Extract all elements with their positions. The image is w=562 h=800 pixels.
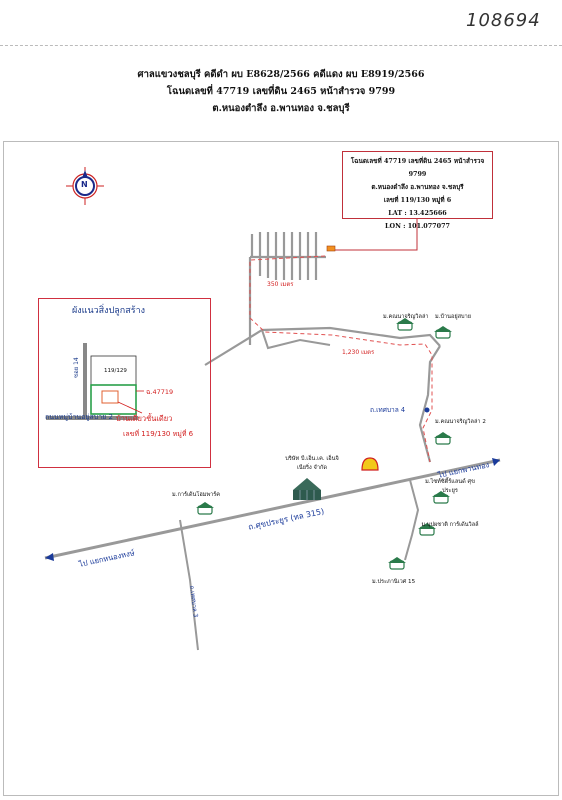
map-frame <box>3 141 559 796</box>
landmark-ban-yu-sabai: ม.บ้านอยู่สบาย <box>435 314 472 320</box>
factory-icon <box>293 478 321 500</box>
village-icon <box>388 557 406 570</box>
village-icon <box>396 318 414 331</box>
distance-1-label: 350 เมตร <box>267 281 294 288</box>
location-header: ต.หนองตำลึง อ.พานทอง จ.ชลบุรี <box>212 103 350 114</box>
site-plan-inset <box>38 298 211 468</box>
arrow-west-icon <box>45 553 54 561</box>
shell-station-icon <box>361 457 379 471</box>
route-line <box>249 255 433 463</box>
deed-info-box: โฉนดเลขที่ 47719 เลขที่ดิน 2465 หน้าสำรว… <box>342 151 493 230</box>
info-lat: LAT : 13.425666 <box>388 209 447 217</box>
landmark-sign-city: ม.ไซท์ซิตี้ร์แลนด์ ศุขประยูร <box>425 479 475 494</box>
road-tessaban-4: ถ.เทศบาล 4 <box>370 406 406 414</box>
inset-side-road: ซอย 14 <box>73 357 80 378</box>
inset-title: ผังแนวสิ่งปลูกสร้าง <box>72 306 146 316</box>
inset-house-label: บ้านเดี่ยวชั้นเดียว <box>116 414 173 423</box>
info-location-line: ต.หนองตำลึง อ.พานทอง จ.ชลบุรี <box>371 183 464 191</box>
inset-canvas <box>46 343 144 420</box>
tessaban-3-road <box>179 519 199 651</box>
village-icon <box>434 432 452 445</box>
deed-header: โฉนดเลขที่ 47719 เลขที่ดิน 2465 หน้าสำรว… <box>166 86 396 97</box>
compass-letter: N <box>81 180 88 189</box>
stamp-number: 108694 <box>466 10 541 31</box>
connector-road <box>261 329 331 350</box>
tessaban-4-marker <box>424 407 430 413</box>
property-marker <box>326 245 336 252</box>
landmark-kanchit-lada: ม.คณนาจริญวิลล่า <box>383 314 429 320</box>
village-icon <box>432 491 450 504</box>
inset-deed-label: ฉ.47719 <box>146 388 174 396</box>
info-address-line: เลขที่ 119/130 หมู่ที่ 6 <box>383 196 452 204</box>
distance-2-label: 1,230 เมตร <box>342 349 375 356</box>
village-icon <box>418 523 436 536</box>
info-deed-line: โฉนดเลขที่ 47719 เลขที่ดิน 2465 หน้าสำรว… <box>350 157 485 178</box>
landmark-pruksachart: ม.บุปผชาติ การ์เด้นวิลล์ <box>421 522 479 528</box>
main-highway <box>44 458 501 560</box>
arrow-east-icon <box>492 458 500 466</box>
case-header: ศาลแขวงชลบุรี คดีดำ ผบ E8628/2566 คดีแดง… <box>137 69 425 80</box>
landmark-prapaniwet: ม.ประภานิเวศ 15 <box>372 579 416 585</box>
compass-icon <box>66 167 104 205</box>
inset-main-road: ถนนหมู่บ้านอยู่สบาย 2 <box>45 413 113 421</box>
village-icon <box>196 502 214 515</box>
landmark-company: บริษัท บี.เอ็น.เค. เอ็นจิเนียริ่ง จำกัด <box>285 456 339 471</box>
south-road <box>404 479 420 561</box>
village-access-road <box>204 326 441 366</box>
landmark-kanchit-lada-2: ม.คณนาจริญวิลล่า 2 <box>435 419 486 425</box>
info-lon: LON : 101.077077 <box>385 222 450 230</box>
tessaban-4-road <box>418 345 441 463</box>
inset-plot-label: 119/129 <box>104 368 127 374</box>
info-box-pointer <box>335 219 418 251</box>
landmark-garden-home: ม.การ์เด้นโฮมพาร์ค <box>172 492 221 498</box>
top-divider <box>0 45 562 46</box>
village-icon <box>434 326 452 339</box>
inset-house-number: เลขที่ 119/130 หมู่ที่ 6 <box>123 430 194 438</box>
